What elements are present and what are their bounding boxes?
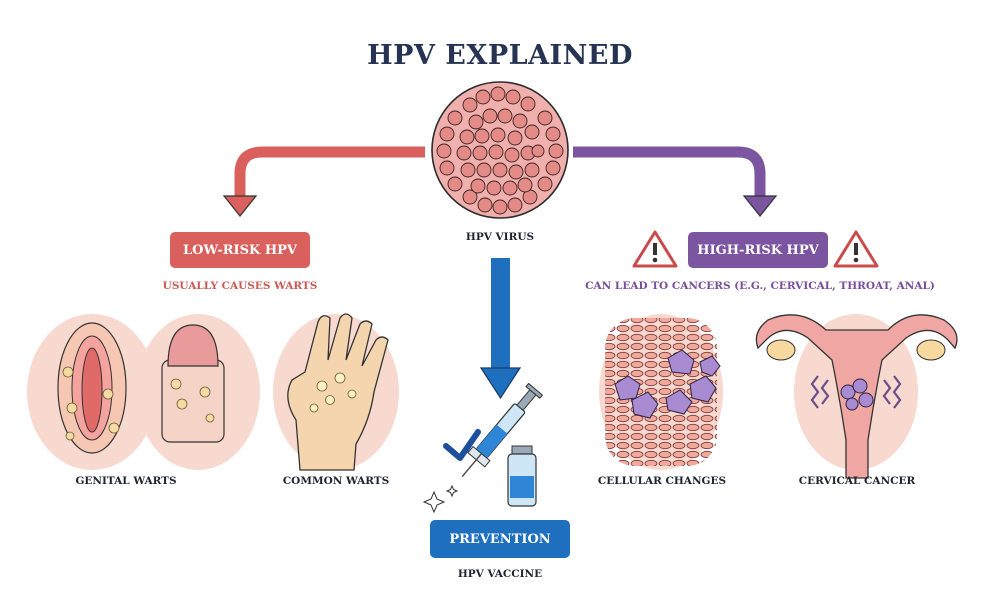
virus-label: HPV VIRUS [465, 231, 535, 243]
high-risk-subtitle: CAN LEAD TO CANCERS (E.G., CERVICAL, THR… [585, 280, 935, 292]
genital-warts-label: GENITAL WARTS [75, 475, 177, 487]
low-risk-arrow [222, 146, 425, 217]
warning-icon [833, 230, 879, 268]
hand-warts-illustration [273, 313, 399, 471]
low-risk-badge: LOW-RISK HPV [170, 232, 310, 268]
genital-warts-illustration [27, 314, 260, 470]
uterus-illustration [755, 314, 958, 479]
cervical-cancer-label: CERVICAL CANCER [798, 475, 916, 487]
low-risk-subtitle: USUALLY CAUSES WARTS [162, 280, 318, 292]
vaccine-vial-icon [507, 445, 537, 507]
virus-icon [431, 81, 569, 219]
warning-icon [632, 230, 678, 268]
prevention-badge: PREVENTION [430, 520, 570, 558]
cellular-changes-label: CELLULAR CHANGES [597, 475, 727, 487]
high-risk-arrow [573, 146, 778, 217]
common-warts-label: COMMON WARTS [282, 475, 390, 487]
sparkle-icon [422, 484, 459, 514]
cell-changes-illustration [599, 314, 723, 470]
prevention-arrow [479, 258, 522, 400]
syringe-icon [461, 382, 544, 478]
high-risk-label: HIGH-RISK HPV [697, 242, 819, 258]
page-title: HPV EXPLAINED [367, 40, 633, 71]
low-risk-label: LOW-RISK HPV [183, 242, 297, 258]
vaccine-label: HPV VACCINE [457, 568, 543, 580]
high-risk-badge: HIGH-RISK HPV [688, 232, 828, 268]
checkmark-icon [443, 429, 481, 461]
prevention-label: PREVENTION [449, 531, 551, 547]
